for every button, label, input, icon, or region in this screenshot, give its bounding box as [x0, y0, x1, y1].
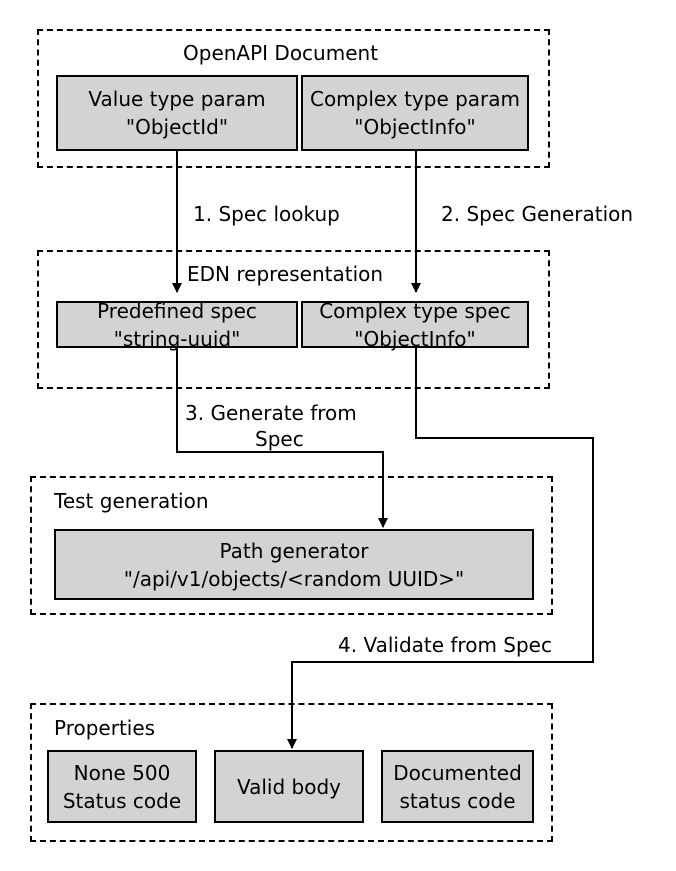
node-predefined-spec: Predefined spec "string-uuid" [56, 299, 298, 351]
node-value-type-param-line1: Value type param [88, 87, 266, 111]
node-valid-body-line1: Valid body [236, 774, 341, 799]
node-complex-type-spec-line2: "ObjectInfo" [354, 326, 476, 351]
edge-label-generate-from-spec-line2: Spec [255, 427, 304, 451]
group-openapi-document [37, 29, 550, 168]
group-openapi-label: OpenAPI Document [183, 41, 379, 65]
node-valid-body: Valid body [214, 750, 364, 823]
edge-label-generate-from-spec-line1: 3. Generate from [185, 401, 357, 425]
node-value-type-param: Value type param "ObjectId" [56, 75, 298, 151]
node-none-500-line1: None 500 [73, 760, 171, 785]
node-none-500-line2: Status code [62, 788, 182, 813]
edge-label-spec-lookup: 1. Spec lookup [193, 202, 340, 226]
node-complex-type-param-line1: Complex type param [309, 87, 521, 111]
node-documented-status-code: Documented status code [381, 750, 534, 823]
node-predefined-spec-line1: Predefined spec [97, 298, 257, 323]
group-test-label: Test generation [54, 489, 209, 513]
node-path-generator-line1: Path generator [219, 538, 369, 563]
node-path-generator-line2: "/api/v1/objects/<random UUID>" [123, 566, 465, 591]
group-test-generation [30, 476, 553, 615]
node-complex-type-spec-line1: Complex type spec [319, 298, 511, 323]
group-properties [30, 703, 553, 842]
node-complex-type-param: Complex type param "ObjectInfo" [301, 75, 529, 151]
node-none-500-status-code: None 500 Status code [47, 750, 197, 823]
node-documented-line2: status code [399, 788, 516, 813]
group-edn-representation [37, 250, 550, 389]
node-documented-line1: Documented [393, 760, 522, 785]
node-complex-type-spec: Complex type spec "ObjectInfo" [301, 299, 529, 351]
node-predefined-spec-line2: "string-uuid" [113, 326, 241, 351]
node-complex-type-param-line2: "ObjectInfo" [354, 115, 476, 139]
edge-label-spec-generation: 2. Spec Generation [441, 202, 634, 226]
group-properties-label: Properties [54, 716, 156, 740]
edge-label-validate-from-spec: 4. Validate from Spec [338, 633, 552, 657]
node-value-type-param-line2: "ObjectId" [125, 115, 229, 139]
edge-generate-from-spec-line [176, 347, 388, 528]
node-path-generator: Path generator "/api/v1/objects/<random … [54, 529, 534, 600]
edge-validate-from-spec-line [287, 347, 594, 749]
group-edn-label: EDN representation [187, 262, 384, 286]
